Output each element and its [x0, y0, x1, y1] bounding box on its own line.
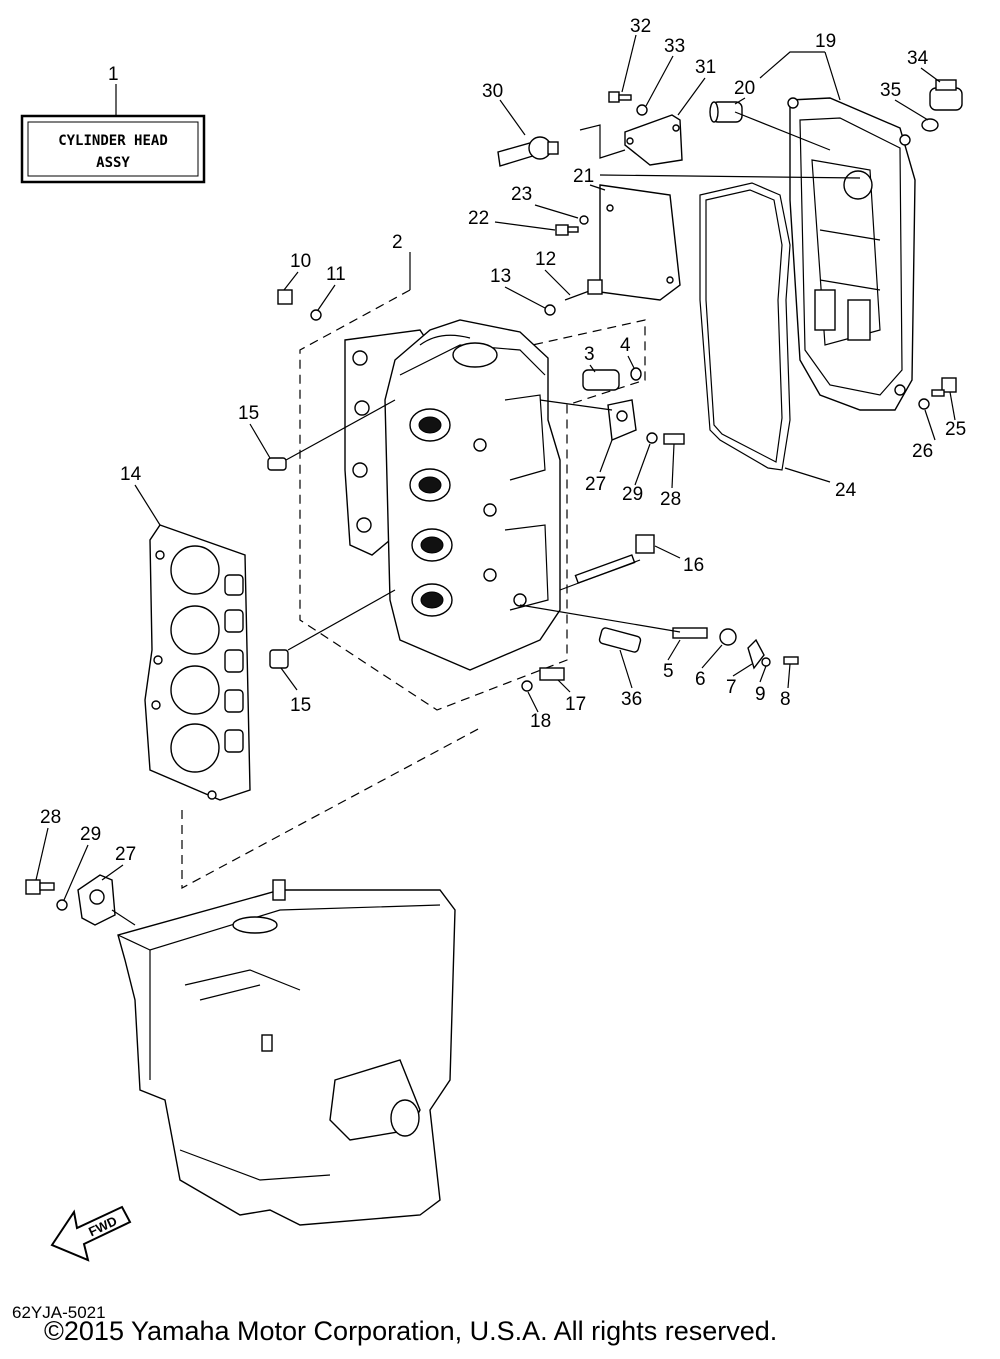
callout-32: 32 — [630, 16, 651, 37]
callout-12: 12 — [535, 249, 556, 270]
callout-27-lower: 27 — [115, 844, 136, 865]
callout-19: 19 — [815, 31, 836, 52]
callout-9: 9 — [755, 684, 766, 705]
callout-8: 8 — [780, 689, 791, 710]
callout-13: 13 — [490, 266, 511, 287]
copyright-notice: ©2015 Yamaha Motor Corporation, U.S.A. A… — [44, 1316, 777, 1346]
callout-15-lower: 15 — [290, 695, 311, 716]
callout-10: 10 — [290, 251, 311, 272]
cover-gasket — [699, 182, 791, 471]
callout-30: 30 — [482, 81, 503, 102]
callout-11: 11 — [326, 264, 346, 285]
lower-left-fasteners — [25, 874, 136, 926]
callout-21: 21 — [573, 166, 594, 187]
callout-15-upper: 15 — [238, 403, 259, 424]
callout-20: 20 — [734, 78, 755, 99]
callout-35: 35 — [880, 80, 901, 101]
callout-7: 7 — [726, 677, 737, 698]
callout-14: 14 — [120, 464, 142, 485]
cylinder-head-group-outline — [299, 263, 646, 711]
callout-34: 34 — [907, 48, 929, 69]
callout-36: 36 — [621, 689, 642, 710]
callout-26: 26 — [912, 441, 933, 462]
callout-24: 24 — [835, 480, 857, 501]
assembly-label: 1 CYLINDER HEAD ASSY — [20, 64, 206, 184]
fwd-arrow: FWD — [50, 1205, 132, 1262]
callout-3: 3 — [584, 344, 595, 365]
dowel-pins — [267, 399, 396, 669]
callout-23: 23 — [511, 184, 532, 205]
cylinder-head-cover — [787, 97, 916, 411]
callout-29-lower: 29 — [80, 824, 101, 845]
diagram-code: 62YJA-5021 — [12, 1303, 106, 1322]
callouts: 2 3 4 5 6 7 8 9 10 11 12 13 14 15 15 16 … — [40, 16, 966, 865]
callout-1: 1 — [108, 64, 119, 85]
cylinder-head — [344, 319, 561, 671]
callout-4: 4 — [620, 335, 631, 356]
callout-5: 5 — [663, 661, 674, 682]
assembly-name-line2: ASSY — [96, 155, 130, 171]
callout-28-upper: 28 — [660, 489, 681, 510]
cylinder-block — [117, 727, 481, 1226]
assembly-name-line1: CYLINDER HEAD — [58, 133, 168, 149]
callout-31: 31 — [695, 57, 716, 78]
callout-33: 33 — [664, 36, 685, 57]
small-parts-upper — [277, 79, 963, 692]
callout-2: 2 — [392, 232, 403, 253]
callout-28-lower: 28 — [40, 807, 61, 828]
callout-leaders — [35, 34, 956, 901]
callout-17: 17 — [565, 694, 586, 715]
callout-29-upper: 29 — [622, 484, 643, 505]
callout-18: 18 — [530, 711, 551, 732]
callout-22: 22 — [468, 208, 489, 229]
callout-25: 25 — [945, 419, 966, 440]
callout-27-upper: 27 — [585, 474, 606, 495]
callout-6: 6 — [695, 669, 706, 690]
head-gasket — [144, 524, 251, 801]
callout-16: 16 — [683, 555, 704, 576]
